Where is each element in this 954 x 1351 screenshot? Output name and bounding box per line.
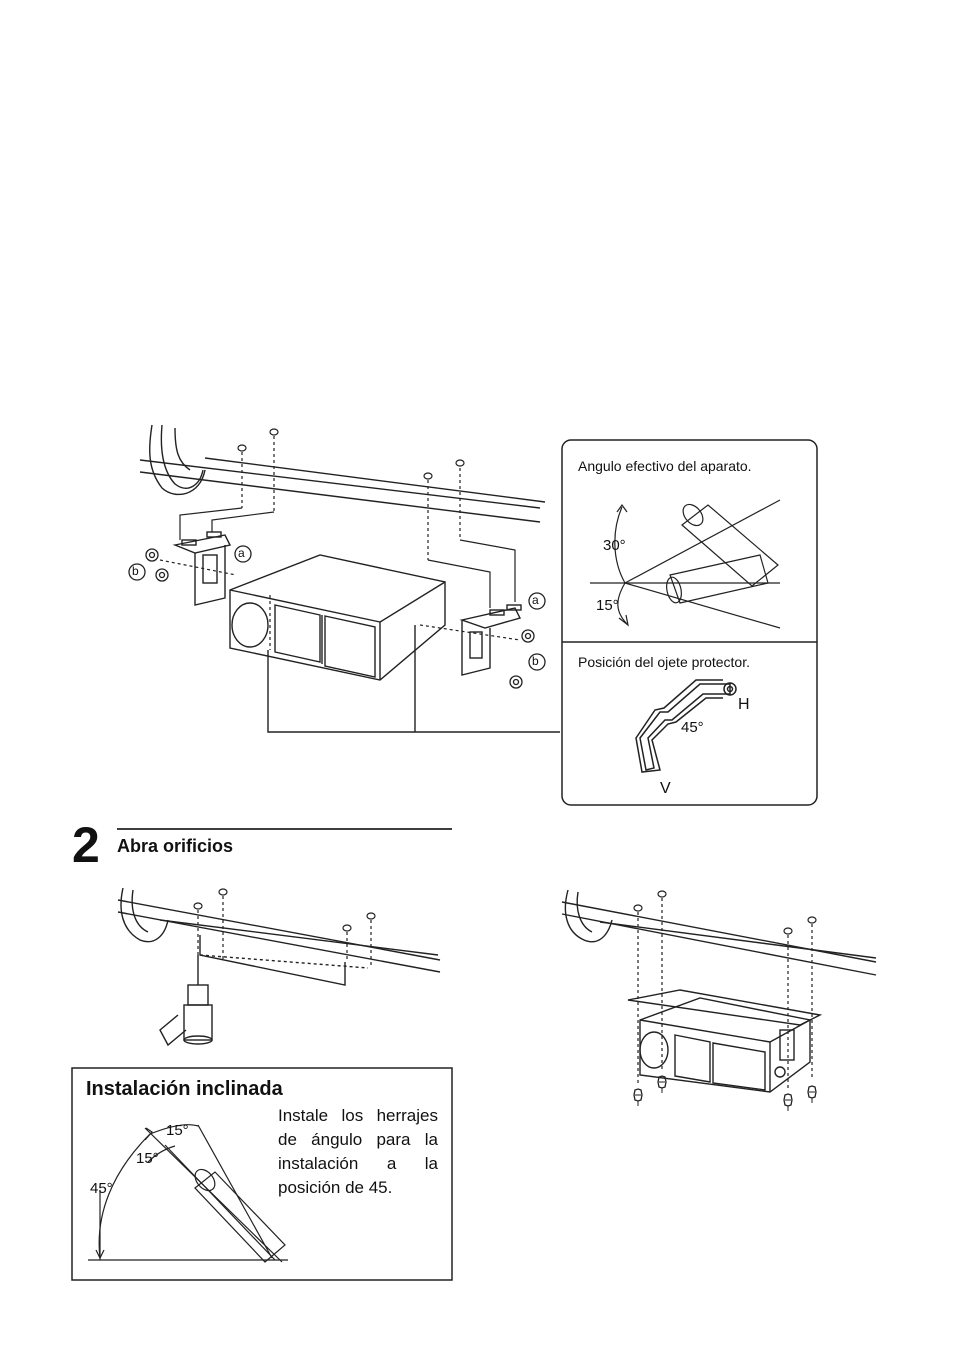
inclined-angle-45: 45° (90, 1180, 113, 1197)
mounted-unit-diagram (562, 890, 876, 1092)
angle-30-label: 30° (603, 537, 626, 554)
inclined-angle-15-b: 15° (136, 1150, 159, 1167)
effective-angle-caption: Angulo efectivo del aparato. (578, 458, 752, 474)
grommet-angle-label: 45° (681, 719, 704, 736)
inclined-angle-15-a: 15° (166, 1122, 189, 1139)
callout-b-right: b (532, 654, 539, 668)
grommet-v-label: V (660, 780, 671, 798)
callout-a-right: a (532, 593, 539, 607)
inclined-angle-diagram (88, 1125, 288, 1262)
callout-a-left: a (238, 546, 245, 560)
grommet-h-label: H (738, 696, 750, 714)
step-number: 2 (72, 820, 100, 870)
mounting-screws (634, 1076, 816, 1111)
bolts (129, 546, 545, 688)
drill-guide-lines (160, 436, 520, 650)
callout-b-left: b (132, 564, 139, 578)
installation-diagram (140, 425, 560, 732)
drill-diagram (118, 888, 440, 1045)
angle-panel (562, 440, 817, 805)
step-title: Abra orificios (117, 836, 233, 857)
inclined-text: Instale los herrajes de ángulo para la i… (278, 1104, 438, 1200)
inclined-title: Instalación inclinada (86, 1078, 283, 1101)
grommet-caption: Posición del ojete protector. (578, 654, 750, 670)
angle-15-label: 15° (596, 597, 619, 614)
